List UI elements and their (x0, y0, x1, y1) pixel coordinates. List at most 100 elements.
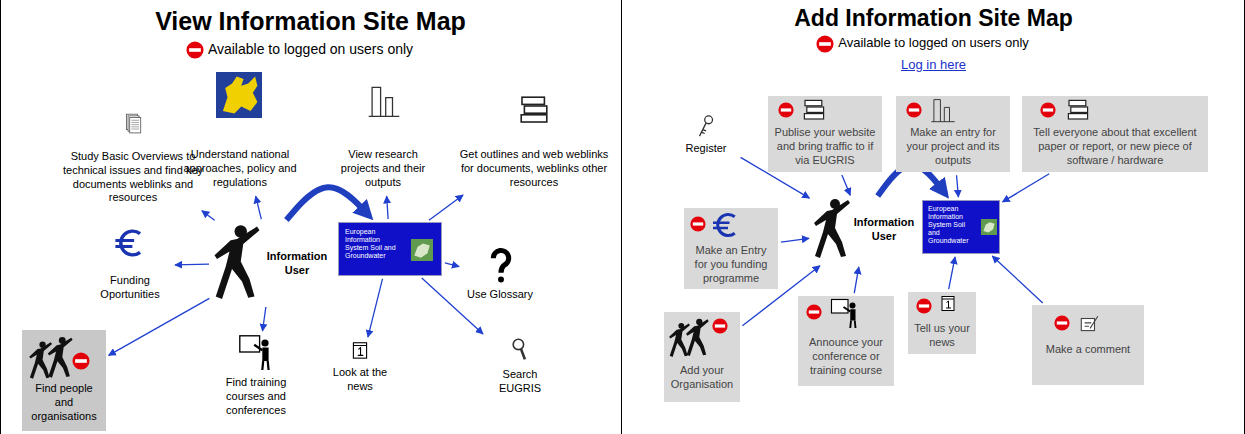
people-icon (678, 323, 684, 329)
figure-icon (215, 227, 260, 300)
icon-layer (212, 222, 332, 304)
item-label: Funding Oportunities (92, 274, 168, 302)
news-item: Look at the news (320, 340, 400, 398)
login-link: Log in here (901, 57, 966, 73)
euro-icon (713, 215, 735, 236)
map-icon (414, 243, 429, 257)
trainer-icon (850, 309, 855, 320)
trainer-icon (261, 339, 268, 346)
euro-icon (115, 240, 134, 246)
key-icon (700, 116, 713, 136)
item-label: Use Glossary (466, 288, 534, 302)
books-icon (804, 114, 823, 119)
measure-icon (369, 87, 400, 116)
item-label: Publise your website and bring traffic t… (772, 126, 878, 167)
people-icon (686, 319, 709, 356)
measure-icon (931, 100, 954, 122)
noentry-icon (1057, 321, 1067, 324)
conference-box: Announce your conference or training cou… (798, 296, 894, 386)
connector-arrow (175, 264, 209, 266)
view-map-panel: View Information Site MapAvailable to lo… (0, 0, 621, 434)
noentry-icon (817, 35, 834, 52)
icon-layer (674, 114, 738, 214)
connector-arrow (109, 298, 210, 355)
doc-icon (126, 114, 140, 133)
calendar-icon (353, 343, 366, 358)
connector-arrow (957, 175, 959, 197)
books-icon (521, 115, 547, 122)
add-map-panel: Add Information Site MapAvailable to log… (622, 0, 1245, 434)
item-label: Find people and organisations (26, 382, 102, 423)
books-icon (1068, 114, 1087, 119)
information-user: Information User (212, 222, 332, 304)
books-icon (805, 100, 822, 105)
item-label: European Information System Soil and Gro… (928, 205, 977, 245)
trainer-icon (254, 345, 268, 370)
key-icon (700, 123, 707, 136)
panel-border (1244, 0, 1245, 434)
item-label: Get outlines and web weblinks for docume… (456, 148, 612, 189)
books-icon (1071, 107, 1088, 112)
doc-icon (131, 120, 139, 121)
noentry-icon (806, 304, 821, 319)
calendar-icon (353, 343, 366, 358)
curved-arrow (286, 187, 369, 220)
people-icon (669, 323, 690, 357)
comment-icon (1081, 319, 1094, 331)
noentry-icon (806, 304, 821, 319)
news-box: Tell us your news (908, 292, 976, 354)
item-label: Tell everyone about that excellent paper… (1026, 126, 1204, 167)
item-label: Add your Organisation (668, 364, 736, 392)
connector-arrow (842, 175, 850, 195)
item-label: Make an Entry for you funding programme (688, 244, 774, 285)
connector-arrow (263, 307, 266, 331)
trainer-icon (240, 336, 269, 370)
panel-title: View Information Site Map (155, 6, 466, 37)
connector-arrow (992, 256, 1042, 303)
item-label: Make a comment (1036, 343, 1140, 357)
books-icon (1068, 100, 1087, 119)
noentry-icon (690, 216, 705, 231)
noentry-icon (781, 108, 791, 111)
noentry-icon (817, 35, 834, 52)
connector-arrow (429, 195, 463, 220)
funding-item: Funding Oportunities (88, 226, 172, 306)
outlines-item: Get outlines and web weblinks for docume… (452, 92, 616, 193)
item-label: View research projects and their outputs (337, 148, 429, 189)
people-icon (59, 337, 66, 344)
magnifier-icon (513, 339, 523, 349)
noentry-icon (1040, 102, 1055, 117)
eu-icon (216, 72, 262, 118)
item-label: Tell us your news (912, 322, 972, 350)
eugris-box: European Information System Soil and Gro… (338, 222, 442, 276)
connector-arrow (256, 196, 262, 219)
connector-arrow (1003, 174, 1050, 202)
calendar-icon (942, 299, 954, 308)
figure-icon (814, 199, 850, 258)
panel-border (0, 0, 1, 434)
noentry-icon (809, 310, 819, 313)
books-icon (521, 97, 547, 122)
item-label: Announce your conference or training cou… (802, 336, 890, 377)
connector-arrow (949, 257, 955, 289)
people-icon (39, 342, 45, 348)
magnifier-icon (521, 349, 525, 359)
figure-icon (830, 199, 840, 209)
books-icon (524, 106, 546, 113)
people-icon (686, 319, 709, 356)
books-icon (807, 107, 824, 112)
noentry-icon (712, 318, 727, 333)
organisation-box: Add your Organisation (664, 312, 740, 402)
people-icon (29, 342, 52, 379)
item-label: Make an entry for your project and its o… (900, 126, 1006, 167)
noentry-icon (715, 324, 725, 327)
information-user: Information User (812, 198, 918, 264)
connector-arrow (368, 279, 383, 337)
project-box: Make an entry for your project and its o… (896, 96, 1010, 172)
doc-icon (131, 126, 139, 127)
map-icon (981, 219, 997, 235)
research-item: View research projects and their outputs (333, 84, 433, 193)
panel-border (621, 0, 622, 434)
calendar-icon (942, 297, 954, 311)
